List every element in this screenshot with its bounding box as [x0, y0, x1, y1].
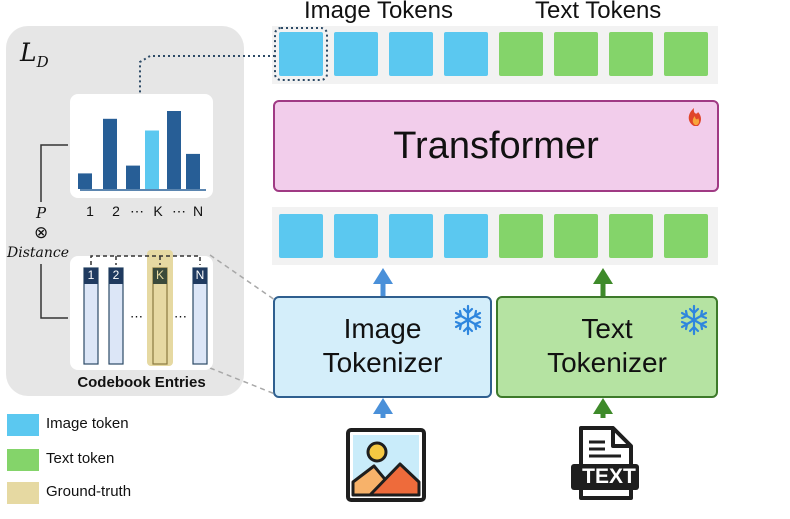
legend-label-ground-truth: Ground-truth [46, 483, 132, 500]
image-tokenizer-line2: Tokenizer [322, 347, 443, 378]
text-document-icon [571, 426, 639, 500]
image-tokenizer-label: Image Tokenizer [274, 312, 491, 380]
codebook-entry-2-header [109, 268, 123, 284]
distribution-bar [145, 130, 159, 189]
text-tokenizer-line2: Tokenizer [547, 347, 667, 378]
legend-label-image-token: Image token [46, 415, 129, 432]
times-symbol: ⊗ [34, 223, 49, 242]
output-image-token [389, 32, 433, 76]
input-text-token [554, 214, 598, 258]
text-tokenizer-label: Text Tokenizer [497, 312, 717, 380]
output-text-token [609, 32, 653, 76]
text-tokenizer-box [496, 296, 718, 398]
legend-label-text-token: Text token [46, 450, 115, 467]
selected-token-highlight [274, 27, 328, 81]
loss-label-subscript: D [36, 53, 49, 71]
transformer-box [273, 100, 719, 192]
text-tokens-heading: Text Tokens [535, 0, 662, 24]
image-input-icon [346, 428, 426, 502]
zoom-line-bottom [209, 367, 276, 395]
snowflake-icon [454, 304, 482, 336]
input-text-token [609, 214, 653, 258]
codebook-entry-k-header [153, 268, 167, 284]
distribution-tick-label: ⋯ [130, 203, 144, 219]
codebook-label-2: 2 [112, 268, 120, 282]
text-document-label: TEXT [582, 465, 636, 488]
codebook-ellipsis: ⋯ [130, 309, 143, 324]
output-text-token [554, 32, 598, 76]
image-tokenizer-box [273, 296, 492, 398]
codebook-bracket [90, 255, 201, 265]
fire-icon [688, 108, 701, 126]
output-image-token [334, 32, 378, 76]
codebook-label-k: K [155, 268, 164, 282]
image-input-arrow [373, 398, 393, 418]
loss-label-main: L [20, 38, 37, 67]
output-image-token [279, 32, 323, 76]
codebook-label-1: 1 [87, 268, 95, 282]
text-tokenizer-arrow [593, 268, 613, 296]
text-input-arrow [593, 398, 613, 418]
image-tokens-heading: Image Tokens [304, 0, 453, 24]
distribution-tick-label: N [192, 203, 204, 219]
distance-label: Distance [7, 245, 70, 261]
p-distance-bracket [40, 144, 68, 319]
distribution-tick-label: 1 [86, 203, 94, 219]
distribution-bar [103, 118, 117, 189]
output-text-token [664, 32, 708, 76]
codebook-title: Codebook Entries [77, 374, 206, 391]
distribution-tick-label: 2 [112, 203, 120, 219]
output-text-token [499, 32, 543, 76]
input-image-token [389, 214, 433, 258]
input-image-token [279, 214, 323, 258]
distribution-tick-label: ⋯ [172, 203, 186, 219]
codebook-label-n: N [195, 268, 205, 282]
zoom-line-top [209, 254, 276, 301]
image-tokenizer-arrow [373, 268, 393, 296]
codebook-entry-1-header [84, 268, 98, 284]
legend-swatch-image-token [7, 414, 39, 436]
image-tokenizer-line1: Image [343, 313, 422, 344]
snowflake-icon [680, 304, 708, 336]
distribution-bar [126, 165, 140, 189]
distribution-bar [78, 173, 92, 189]
input-text-token [499, 214, 543, 258]
codebook-entry-n-header [193, 268, 207, 284]
loss-label: LD [20, 38, 49, 71]
legend-swatch-text-token [7, 449, 39, 471]
selected-token-connector [139, 55, 275, 94]
codebook-card [70, 256, 213, 370]
input-image-token [334, 214, 378, 258]
output-image-token [444, 32, 488, 76]
input-image-token [444, 214, 488, 258]
text-tokenizer-line1: Text [581, 313, 633, 344]
distribution-tick-label: K [153, 203, 163, 219]
codebook-ellipsis: ⋯ [174, 309, 187, 324]
distribution-bars [78, 111, 200, 189]
distribution-bar [167, 111, 181, 189]
distribution-bar [186, 153, 200, 189]
legend-swatch-ground-truth [7, 482, 39, 504]
input-text-token [664, 214, 708, 258]
p-label: P [36, 204, 47, 222]
transformer-label: Transformer [393, 125, 599, 167]
